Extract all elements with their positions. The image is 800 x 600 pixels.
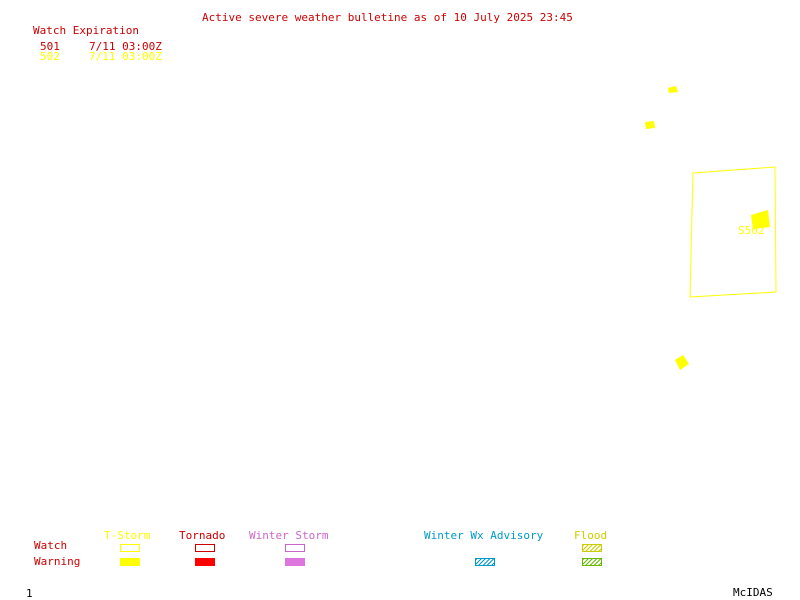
legend-category-winter-storm: Winter Storm (249, 529, 329, 542)
watch-expiration: 7/11 03:00Z (89, 50, 162, 63)
warning-polygon (751, 210, 770, 229)
legend-row-watch: Watch (34, 539, 68, 552)
watch-list-header: Watch Expiration (33, 24, 139, 37)
legend-swatch-winter-wx-advisory (475, 558, 495, 566)
legend-swatch-winter-storm-warning (285, 558, 305, 566)
legend-category-flood: Flood (574, 529, 608, 542)
warning-polygon (675, 355, 689, 370)
legend-category-winter-wx-advisory: Winter Wx Advisory (424, 529, 544, 542)
bulletin-title: Active severe weather bulletine as of 10… (202, 11, 573, 24)
legend-swatch-tornado-warning (195, 558, 215, 566)
warning-polygon (668, 86, 678, 93)
legend-category-tstorm: T-Storm (104, 529, 151, 542)
warning-polygon (645, 121, 655, 129)
watch-502-outline (689, 166, 777, 298)
product-label: McIDAS (733, 586, 773, 599)
watch-id: 501 (40, 40, 60, 53)
legend-swatch-winter-storm-watch (285, 544, 305, 552)
legend-swatch-flood-watch (582, 544, 602, 552)
legend-category-tornado: Tornado (179, 529, 226, 542)
watch-id: 502 (40, 50, 60, 63)
legend-swatch-tstorm-watch (120, 544, 140, 552)
frame-number: 1 (26, 587, 33, 600)
watch-expiration: 7/11 03:00Z (89, 40, 162, 53)
legend-row-warning: Warning (34, 555, 81, 568)
legend-swatch-tornado-watch (195, 544, 215, 552)
legend-swatch-tstorm-warning (120, 558, 140, 566)
watch-box-label: S502 (738, 224, 765, 237)
legend-swatch-flood-warning (582, 558, 602, 566)
